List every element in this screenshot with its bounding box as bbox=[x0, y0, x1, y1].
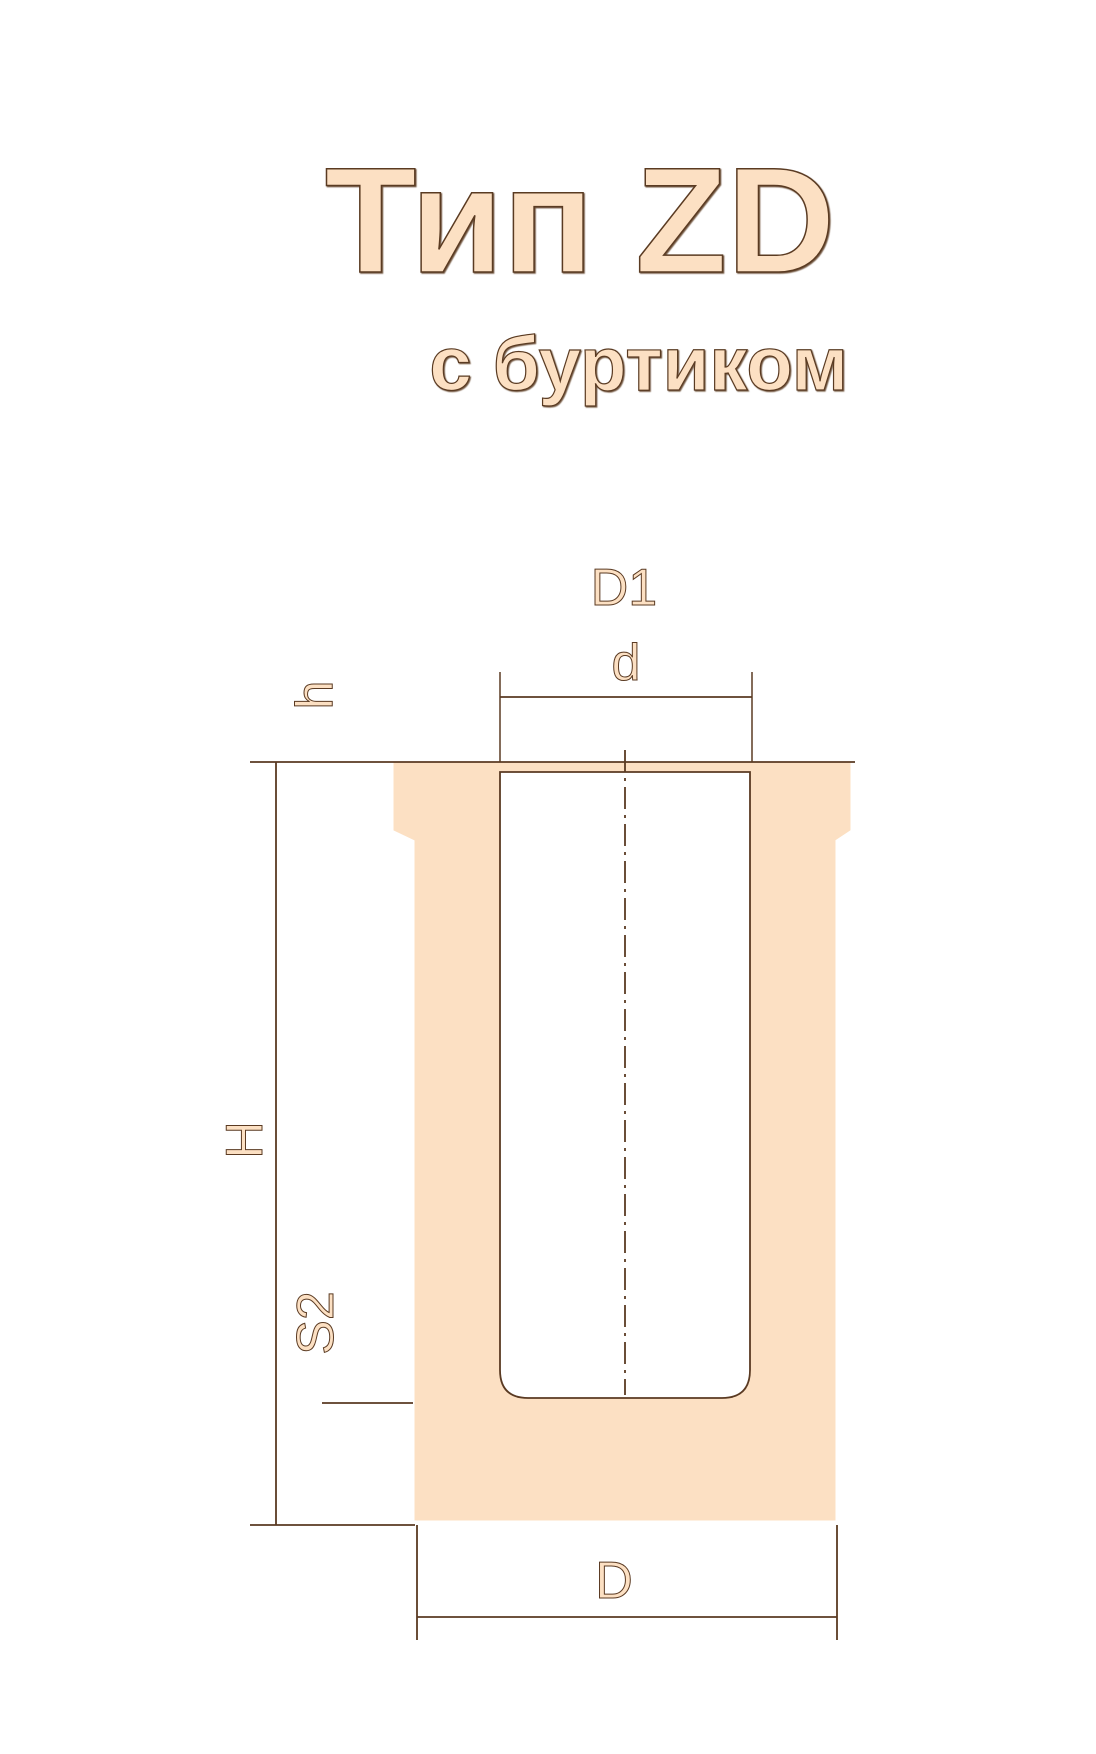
page-subtitle: с буртиком bbox=[429, 322, 848, 407]
label-big-h: H bbox=[216, 1121, 274, 1159]
label-d1: D1 bbox=[591, 559, 657, 617]
dimension-h: h bbox=[286, 665, 397, 905]
dimension-d1: D1 bbox=[394, 559, 854, 762]
label-big-d: D bbox=[595, 1552, 633, 1610]
label-h: h bbox=[286, 681, 344, 710]
dimension-s2: S2 bbox=[287, 1285, 413, 1598]
dimension-big-d: D bbox=[416, 1525, 838, 1640]
label-d: d bbox=[612, 634, 641, 692]
label-s2: S2 bbox=[287, 1291, 345, 1355]
dimension-big-h: H bbox=[216, 762, 415, 1526]
dimension-d: d bbox=[499, 634, 753, 762]
page-title: Тип ZD bbox=[325, 136, 835, 304]
